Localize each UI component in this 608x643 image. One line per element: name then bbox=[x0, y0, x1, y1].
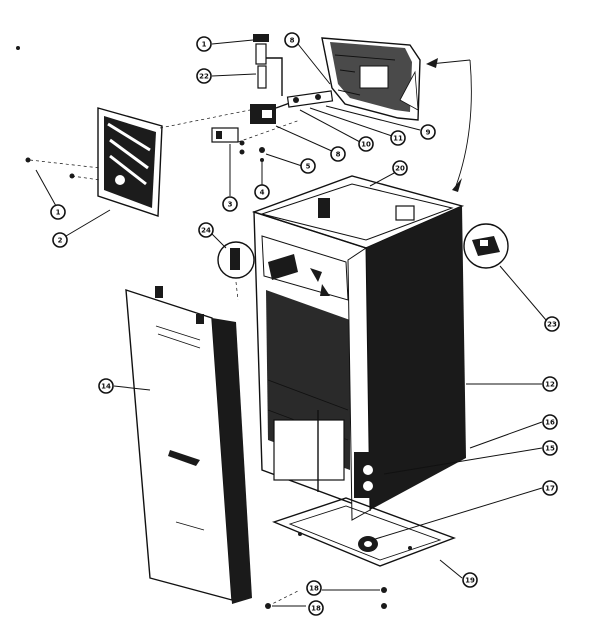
callout-1a: 1 bbox=[196, 36, 212, 52]
callout-12-label: 12 bbox=[545, 381, 555, 389]
callout-18b: 18 bbox=[308, 600, 324, 616]
callout-8a: 8 bbox=[284, 32, 300, 48]
callout-4: 4 bbox=[254, 184, 270, 200]
side-door-panel bbox=[125, 286, 252, 604]
callout-19-label: 19 bbox=[465, 577, 475, 585]
callout-8b-label: 8 bbox=[336, 151, 341, 159]
callout-1b-label: 1 bbox=[56, 209, 61, 217]
callout-8b: 8 bbox=[330, 146, 346, 162]
front-grille-panel bbox=[97, 107, 163, 217]
alignment-lines bbox=[29, 109, 301, 607]
callout-1a-label: 1 bbox=[202, 41, 207, 49]
callout-24: 24 bbox=[198, 222, 214, 238]
callout-18b-label: 18 bbox=[311, 605, 321, 613]
callout-2: 2 bbox=[52, 232, 68, 248]
callout-14-label: 14 bbox=[101, 383, 111, 391]
callout-20-label: 20 bbox=[395, 165, 405, 173]
callout-9: 9 bbox=[420, 124, 436, 140]
callout-20: 20 bbox=[392, 160, 408, 176]
top-duct-part bbox=[321, 37, 421, 121]
callout-12: 12 bbox=[542, 376, 558, 392]
callout-18a: 18 bbox=[306, 580, 322, 596]
assembly-arrow bbox=[426, 58, 472, 192]
valve-bracket-part bbox=[211, 34, 334, 162]
screws bbox=[16, 46, 387, 609]
callout-19: 19 bbox=[462, 572, 478, 588]
callout-4-label: 4 bbox=[260, 189, 265, 197]
detail-inset-23 bbox=[463, 223, 509, 269]
callout-8a-label: 8 bbox=[290, 37, 295, 45]
callout-22-label: 22 bbox=[199, 73, 209, 81]
callout-23: 23 bbox=[544, 316, 560, 332]
leader-lines bbox=[35, 39, 547, 607]
callout-1b: 1 bbox=[50, 204, 66, 220]
callout-18a-label: 18 bbox=[309, 585, 319, 593]
callout-14: 14 bbox=[98, 378, 114, 394]
callout-5: 5 bbox=[300, 158, 316, 174]
callout-15: 15 bbox=[542, 440, 558, 456]
callout-11-label: 11 bbox=[393, 135, 403, 143]
callout-17-label: 17 bbox=[545, 485, 555, 493]
callout-3: 3 bbox=[222, 196, 238, 212]
callout-22: 22 bbox=[196, 68, 212, 84]
callout-17: 17 bbox=[542, 480, 558, 496]
callout-3-label: 3 bbox=[228, 201, 233, 209]
callout-23-label: 23 bbox=[547, 321, 557, 329]
callout-5-label: 5 bbox=[306, 163, 311, 171]
detail-inset-24 bbox=[217, 241, 255, 279]
callout-11: 11 bbox=[390, 130, 406, 146]
callout-10-label: 10 bbox=[361, 141, 371, 149]
main-cabinet bbox=[251, 175, 466, 521]
callout-16: 16 bbox=[542, 414, 558, 430]
callout-2-label: 2 bbox=[58, 237, 63, 245]
callout-15-label: 15 bbox=[545, 445, 555, 453]
callout-9-label: 9 bbox=[426, 129, 431, 137]
callout-10: 10 bbox=[358, 136, 374, 152]
callout-24-label: 24 bbox=[201, 227, 211, 235]
callout-16-label: 16 bbox=[545, 419, 555, 427]
